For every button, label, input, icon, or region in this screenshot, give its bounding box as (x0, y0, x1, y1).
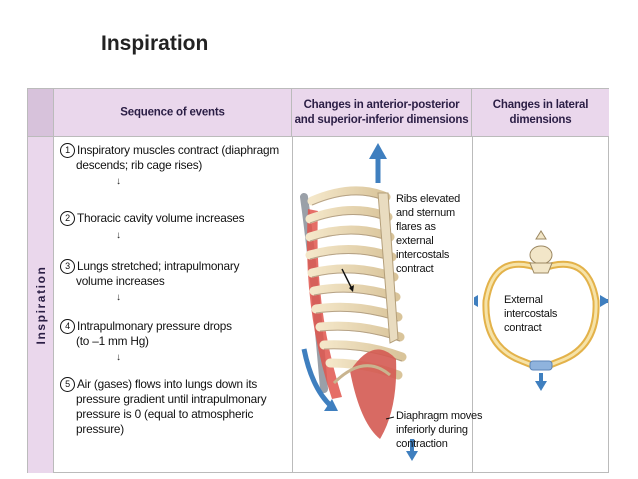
step-text: Inspiratory muscles contract (diaphragm (77, 143, 280, 157)
header-corner (28, 89, 54, 137)
step-text: volume increases (76, 274, 165, 288)
rib-cage-illustration (300, 143, 418, 461)
lateral-rib-illustration (474, 230, 608, 391)
header-lateral-text: Changes in lateral dimensions (492, 98, 589, 126)
step-text: Air (gases) flows into lungs down its (77, 377, 258, 391)
ribs-label-line: flares as (396, 221, 436, 233)
step-text: pressure gradient until intrapulmonary (76, 392, 267, 406)
column-divider (472, 137, 473, 473)
step-text: Thoracic cavity volume increases (77, 211, 245, 225)
diaphragm-label-line: inferiorly during (396, 424, 468, 436)
down-arrow-icon: ↓ (116, 292, 121, 303)
step-number: 5 (60, 377, 75, 392)
step-text: pressure is 0 (equal to atmospheric (76, 407, 254, 421)
header-lateral: Changes in lateral dimensions (472, 89, 609, 137)
lateral-label-line: contract (504, 322, 542, 334)
lateral-intercostals-label: External intercostals contract (504, 293, 557, 335)
ribs-label-line: and sternum (396, 207, 455, 219)
ribs-label-line: contract (396, 263, 434, 275)
lateral-label-line: External (504, 294, 543, 306)
row-label: Inspiration (33, 265, 48, 345)
step-number: 1 (60, 143, 75, 158)
header-sequence: Sequence of events (54, 89, 292, 137)
down-arrow-icon: ↓ (116, 230, 121, 241)
step-text: Lungs stretched; intrapulmonary (77, 259, 240, 273)
down-arrow-icon: ↓ (116, 176, 121, 187)
slide-title: Inspiration (101, 32, 209, 55)
header-ap-si-text: Changes in anterior-posterior and superi… (294, 98, 469, 126)
step-number: 4 (60, 319, 75, 334)
step-text: Intrapulmonary pressure drops (77, 319, 232, 333)
step-text: pressure) (76, 422, 125, 436)
diaphragm-label-line: Diaphragm moves (396, 410, 483, 422)
ribs-label-line: external (396, 235, 434, 247)
step-text: (to –1 mm Hg) (76, 334, 149, 348)
lateral-label-line: intercostals (504, 308, 558, 320)
ribs-elevated-label: Ribs elevated and sternum flares as exte… (396, 192, 460, 276)
step-number: 2 (60, 211, 75, 226)
ribs-label-line: Ribs elevated (396, 193, 461, 205)
column-divider (292, 137, 293, 473)
down-arrow-icon: ↓ (116, 352, 121, 363)
header-ap-si: Changes in anterior-posterior and superi… (292, 89, 472, 137)
diaphragm-label: Diaphragm moves inferiorly during contra… (396, 409, 482, 451)
header-sequence-text: Sequence of events (120, 106, 225, 118)
diaphragm-label-line: contraction (396, 438, 448, 450)
inspiration-table: Sequence of events Changes in anterior-p… (27, 88, 609, 473)
row-label-cell: Inspiration (28, 137, 54, 473)
ribs-label-line: intercostals (396, 249, 450, 261)
step-text: descends; rib cage rises) (76, 158, 203, 172)
step-number: 3 (60, 259, 75, 274)
